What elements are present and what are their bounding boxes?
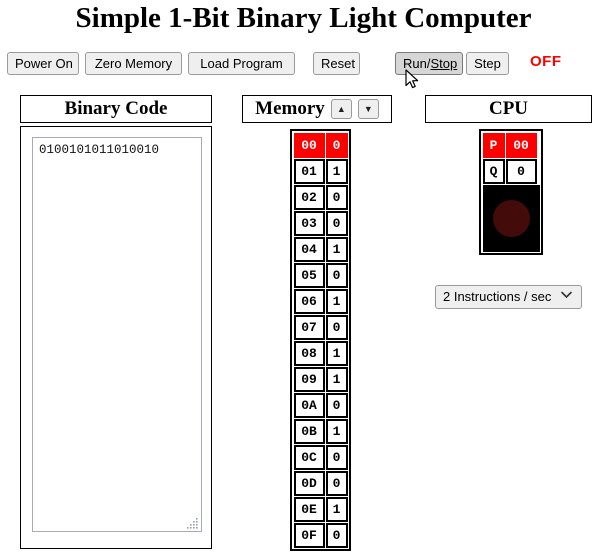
zero-memory-button[interactable]: Zero Memory bbox=[85, 52, 182, 75]
cpu-lamp-housing bbox=[482, 184, 540, 252]
memory-address-cell: 0D bbox=[293, 470, 325, 496]
memory-value-cell[interactable]: 0 bbox=[325, 184, 348, 210]
run-stop-button[interactable]: Run/Stop bbox=[395, 52, 463, 75]
page-title: Simple 1-Bit Binary Light Computer bbox=[75, 2, 532, 34]
binary-code-input[interactable] bbox=[32, 137, 202, 532]
memory-value-cell[interactable]: 1 bbox=[325, 496, 348, 522]
memory-address-cell: 03 bbox=[293, 210, 325, 236]
memory-scroll-up-icon[interactable]: ▲ bbox=[330, 99, 352, 119]
chevron-down-icon bbox=[561, 286, 572, 308]
memory-address-cell: 0E bbox=[293, 496, 325, 522]
memory-address-cell: 0A bbox=[293, 392, 325, 418]
cpu-register-value: 0 bbox=[505, 158, 537, 184]
binary-code-panel bbox=[20, 126, 212, 549]
memory-value-cell[interactable]: 1 bbox=[325, 366, 348, 392]
memory-value-cell[interactable]: 1 bbox=[325, 418, 348, 444]
cpu-register-name: Q bbox=[482, 158, 505, 184]
run-stop-label-key: Stop bbox=[430, 56, 458, 71]
memory-address-cell: 00 bbox=[293, 132, 325, 158]
memory-address-cell: 01 bbox=[293, 158, 325, 184]
chevron-down-glyph bbox=[561, 291, 572, 299]
memory-title-label: Memory bbox=[255, 98, 325, 119]
cpu-register-value: 00 bbox=[505, 132, 537, 158]
memory-panel-title: Memory ▲ ▼ bbox=[242, 95, 392, 123]
memory-value-cell[interactable]: 1 bbox=[325, 288, 348, 314]
step-button[interactable]: Step bbox=[466, 52, 509, 75]
memory-value-cell[interactable]: 1 bbox=[325, 158, 348, 184]
memory-value-cell[interactable]: 0 bbox=[325, 522, 348, 548]
memory-address-cell: 02 bbox=[293, 184, 325, 210]
memory-value-cell[interactable]: 0 bbox=[325, 392, 348, 418]
toolbar: Power On Zero Memory Load Program Reset … bbox=[0, 52, 607, 80]
memory-address-cell: 07 bbox=[293, 314, 325, 340]
cpu-output-lamp-icon bbox=[492, 199, 530, 237]
cpu-register-name: P bbox=[482, 132, 505, 158]
memory-address-cell: 0C bbox=[293, 444, 325, 470]
memory-value-cell[interactable]: 1 bbox=[325, 340, 348, 366]
speed-select-value: 2 Instructions / sec bbox=[443, 289, 552, 304]
memory-address-cell: 09 bbox=[293, 366, 325, 392]
memory-address-cell: 04 bbox=[293, 236, 325, 262]
run-stop-label-prefix: Run/ bbox=[403, 56, 431, 71]
memory-scroll-down-icon[interactable]: ▼ bbox=[357, 99, 379, 119]
binary-code-panel-title: Binary Code bbox=[20, 95, 212, 123]
power-status-badge: OFF bbox=[530, 53, 562, 70]
power-on-button[interactable]: Power On bbox=[7, 52, 79, 75]
memory-value-cell[interactable]: 0 bbox=[325, 470, 348, 496]
memory-address-cell: 0B bbox=[293, 418, 325, 444]
memory-address-cell: 05 bbox=[293, 262, 325, 288]
cpu-panel-title: CPU bbox=[425, 95, 592, 123]
memory-value-cell[interactable]: 0 bbox=[325, 444, 348, 470]
load-program-button[interactable]: Load Program bbox=[188, 52, 295, 75]
reset-button[interactable]: Reset bbox=[313, 52, 360, 75]
memory-value-cell[interactable]: 0 bbox=[325, 132, 348, 158]
memory-address-cell: 08 bbox=[293, 340, 325, 366]
memory-value-cell[interactable]: 1 bbox=[325, 236, 348, 262]
memory-address-cell: 06 bbox=[293, 288, 325, 314]
speed-select[interactable]: 2 Instructions / sec bbox=[435, 285, 582, 309]
memory-value-cell[interactable]: 0 bbox=[325, 262, 348, 288]
memory-address-cell: 0F bbox=[293, 522, 325, 548]
memory-value-cell[interactable]: 0 bbox=[325, 314, 348, 340]
memory-value-cell[interactable]: 0 bbox=[325, 210, 348, 236]
